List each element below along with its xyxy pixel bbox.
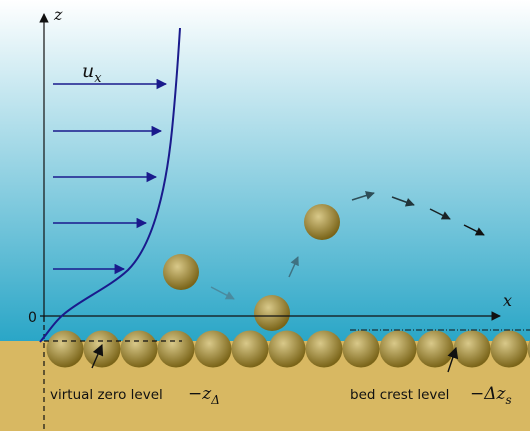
bed-grain xyxy=(46,330,84,368)
bed-grain xyxy=(83,330,121,368)
origin-label: 0 xyxy=(28,310,37,326)
bed-crest-pointer-arrow xyxy=(447,346,459,373)
bed-grain xyxy=(342,330,380,368)
bed-grain xyxy=(379,330,417,368)
trajectory-arrow xyxy=(210,286,235,300)
bed-grain xyxy=(305,330,343,368)
saltating-grain-2 xyxy=(254,295,290,331)
flow-velocity-arrows xyxy=(53,78,168,275)
bed-grain xyxy=(490,330,528,368)
bed-grains xyxy=(46,330,530,368)
saltating-grain-1 xyxy=(163,254,199,290)
grain-trajectory xyxy=(210,191,485,300)
virtual-zero-level-symbol: −zΔ xyxy=(188,384,220,407)
bed-crest-level-text: bed crest level xyxy=(350,387,449,403)
virtual-zero-pointer-arrow xyxy=(91,343,104,369)
bed-grain xyxy=(453,330,491,368)
bed-grain xyxy=(157,330,195,368)
bed-grain xyxy=(194,330,232,368)
bed-grain xyxy=(120,330,158,368)
trajectory-arrow xyxy=(463,224,485,236)
velocity-label: ux xyxy=(82,60,102,86)
bed-grain xyxy=(527,339,530,359)
virtual-zero-level-text: virtual zero level xyxy=(50,387,163,403)
trajectory-arrow xyxy=(288,256,299,278)
z-axis-label: z xyxy=(53,5,63,24)
bed-grain xyxy=(268,330,306,368)
bed-grain xyxy=(416,330,454,368)
saltating-grain-3 xyxy=(304,204,340,240)
trajectory-arrow xyxy=(391,196,415,207)
velocity-profile-curve xyxy=(39,27,181,343)
trajectory-arrow xyxy=(429,208,451,220)
bed-crest-level-symbol: −Δzs xyxy=(470,384,512,407)
water-region xyxy=(0,0,530,341)
x-axis-label: x xyxy=(503,291,512,310)
trajectory-arrow xyxy=(351,191,375,201)
bed-grain xyxy=(231,330,269,368)
